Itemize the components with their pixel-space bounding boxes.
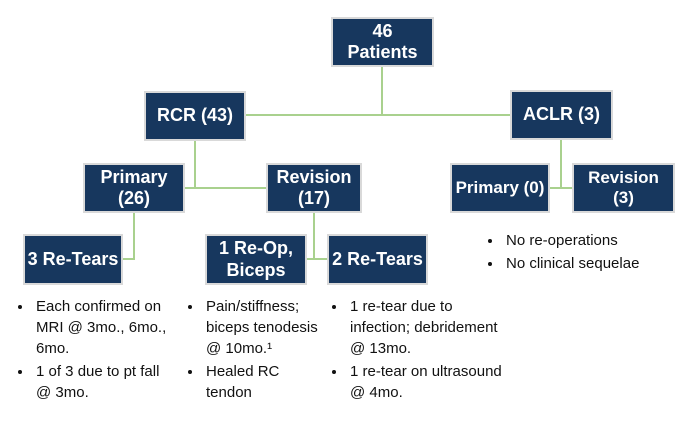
node-label: 3 Re-Tears <box>27 248 119 269</box>
node-label: 46 Patients <box>347 20 418 62</box>
node-label: ACLR (3) <box>523 104 600 125</box>
bullet-item: Pain/stiffness; biceps tenodesis @ 10mo.… <box>203 296 326 359</box>
node-46-patients: 46 Patients <box>331 17 434 67</box>
node-2-re-tears: 2 Re-Tears <box>327 234 428 285</box>
notes-re-op-biceps: Pain/stiffness; biceps tenodesis @ 10mo.… <box>182 296 326 405</box>
bullet-item: Each confirmed on MRI @ 3mo., 6mo., 6mo. <box>33 296 176 359</box>
connector-retears3-stub <box>123 258 135 260</box>
bullet-item: 1 re-tear due to infection; debridement … <box>347 296 506 359</box>
node-label: Revision (17) <box>276 166 352 208</box>
node-3-re-tears: 3 Re-Tears <box>23 234 123 285</box>
connector-rcr-drop <box>194 141 196 188</box>
connector-reop-to-retears2 <box>307 258 327 260</box>
connector-aclr-drop <box>560 140 562 188</box>
node-rcr: RCR (43) <box>144 91 246 141</box>
node-label: Primary (26) <box>100 166 168 208</box>
node-label: 1 Re-Op, Biceps <box>218 238 293 280</box>
bullet-item: 1 re-tear on ultrasound @ 4mo. <box>347 361 506 403</box>
bullet-list: Each confirmed on MRI @ 3mo., 6mo., 6mo.… <box>12 296 176 403</box>
notes-aclr: No re-operations No clinical sequelae <box>482 230 690 276</box>
node-rcr-primary: Primary (26) <box>83 163 185 213</box>
node-label: Primary (0) <box>455 177 545 197</box>
bullet-list: No re-operations No clinical sequelae <box>482 230 690 274</box>
notes-2-re-tears: 1 re-tear due to infection; debridement … <box>326 296 506 405</box>
connector-rcr-to-aclr <box>246 114 510 116</box>
bullet-list: 1 re-tear due to infection; debridement … <box>326 296 506 403</box>
connector-primary26-drop <box>133 213 135 259</box>
connector-aclr-children <box>550 187 572 189</box>
node-label: RCR (43) <box>156 105 233 126</box>
bullet-item: 1 of 3 due to pt fall @ 3mo. <box>33 361 176 403</box>
node-aclr-primary: Primary (0) <box>450 163 550 213</box>
bullet-item: No re-operations <box>503 230 690 251</box>
node-rcr-revision: Revision (17) <box>266 163 362 213</box>
node-aclr-revision: Revision (3) <box>572 163 675 213</box>
bullet-item: Healed RC tendon <box>203 361 326 403</box>
connector-patients-drop <box>381 67 383 115</box>
connector-primary-to-revision <box>185 187 266 189</box>
node-label: Revision (3) <box>588 167 659 207</box>
bullet-list: Pain/stiffness; biceps tenodesis @ 10mo.… <box>182 296 326 403</box>
node-aclr: ACLR (3) <box>510 90 613 140</box>
bullet-item: No clinical sequelae <box>503 253 690 274</box>
node-label: 2 Re-Tears <box>332 248 423 269</box>
notes-3-re-tears: Each confirmed on MRI @ 3mo., 6mo., 6mo.… <box>12 296 176 405</box>
node-1-re-op-biceps: 1 Re-Op, Biceps <box>205 234 307 285</box>
connector-revision17-drop <box>313 213 315 259</box>
